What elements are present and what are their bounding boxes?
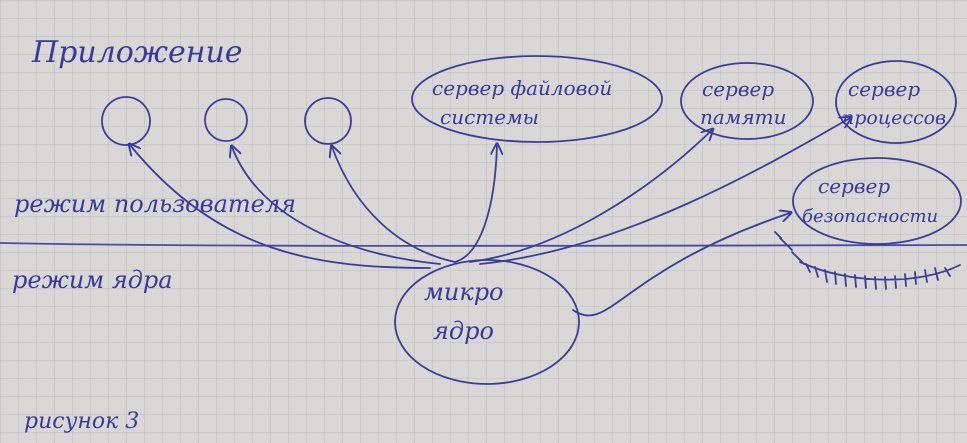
memory-server-node: [680, 62, 814, 140]
file-server-node: [411, 55, 663, 143]
arrow-to-memory-server: [469, 130, 712, 263]
figure-caption: рисунок 3: [24, 409, 139, 434]
memory-server-label-line2: памяти: [700, 105, 786, 129]
file-server-label-line1: сервер файловой: [432, 76, 612, 100]
application-circle-2: [204, 98, 248, 142]
arrow-to-application-3: [332, 147, 456, 263]
application-circle-1: [101, 96, 151, 146]
microkernel-label-line2: ядро: [433, 317, 494, 345]
security-server-label-line2: безопасности: [802, 206, 938, 227]
file-server-label-line2: системы: [440, 105, 539, 129]
process-server-node: [835, 60, 957, 144]
memory-server-label-line1: сервер: [702, 77, 774, 101]
security-server-label-line1: сервер: [818, 174, 890, 198]
process-server-label-line1: сервер: [848, 77, 920, 101]
application-circle-3: [304, 97, 352, 145]
user-mode-label: режим пользователя: [14, 190, 296, 218]
kernel-mode-label: режим ядра: [12, 266, 173, 294]
security-hatching: [774, 231, 961, 290]
arrow-to-security-server: [572, 213, 790, 317]
arrow-to-process-server: [479, 118, 850, 265]
mode-boundary-line: [0, 242, 967, 247]
arrow-to-file-server: [454, 145, 497, 263]
security-server-node: [792, 157, 962, 245]
microkernel-label-line1: микро: [424, 278, 504, 306]
diagram-title: Приложение: [31, 35, 243, 70]
arrow-to-application-1: [130, 145, 431, 269]
process-server-label-line2: процессов: [842, 107, 946, 129]
arrow-to-application-2: [232, 147, 441, 265]
